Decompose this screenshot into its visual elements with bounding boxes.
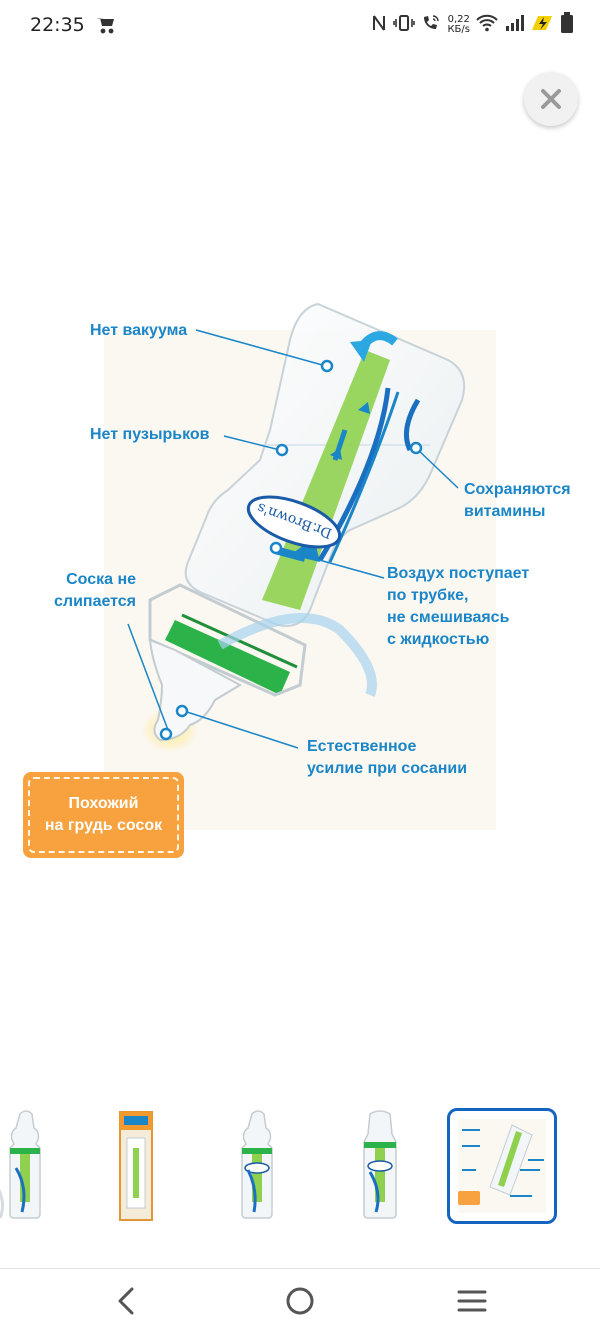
recents-icon: [457, 1290, 487, 1312]
close-button[interactable]: [524, 72, 578, 126]
back-icon: [118, 1287, 134, 1315]
callout-air-line2: по трубке,: [387, 587, 469, 604]
package-thumbnail-image: [119, 1111, 153, 1221]
callout-natural-sucking: Естественное усилие при сосании: [307, 736, 467, 780]
recents-button[interactable]: [452, 1283, 492, 1319]
status-time: 22:35: [30, 14, 85, 36]
badge-inner: Похожий на грудь сосок: [28, 777, 179, 853]
status-icons: 0,22 КБ/s: [371, 11, 574, 39]
charging-icon: [530, 14, 554, 37]
callout-vitamins-line2: витамины: [464, 503, 546, 520]
thumbnail-strip: [0, 1108, 600, 1224]
callout-air-line4: с жидкостью: [387, 631, 490, 648]
callout-nipple-line1: Соска не: [66, 571, 137, 588]
bottle-thumbnail-image: [363, 1110, 397, 1219]
wifi-icon: [476, 14, 498, 37]
status-bar: 22:35 0,22 КБ/s: [0, 0, 600, 52]
callout-nipple-line2: слипается: [54, 593, 137, 610]
thumbnail-5[interactable]: [447, 1108, 557, 1224]
bottle-thumbnail-image: [241, 1110, 273, 1219]
home-icon: [286, 1287, 314, 1315]
product-image[interactable]: Dr.Brown's Нет вакуума: [0, 300, 600, 880]
thumbnail-2[interactable]: [102, 1108, 212, 1224]
vent-collar: [165, 620, 290, 695]
callout-vitamins-line1: Сохраняются: [464, 481, 571, 498]
callout-no-bubbles-text: Нет пузырьков: [90, 426, 210, 443]
callout-air-line1: Воздух поступает: [387, 565, 530, 582]
nipple: [148, 638, 243, 742]
close-icon: [541, 89, 561, 109]
bottle-diagram: Dr.Brown's: [127, 302, 466, 752]
vent-tube: [262, 350, 390, 610]
badge-line1: Похожий: [68, 795, 139, 812]
wifi-calling-icon: [421, 14, 441, 37]
callout-air-line3: не смешиваясь: [387, 609, 510, 626]
bottle-thumbnail-image: [0, 1110, 41, 1219]
bottle-logo-oval: [246, 495, 342, 549]
network-speed-value: 0,22: [447, 14, 470, 25]
badge-line2: на грудь сосок: [44, 817, 163, 834]
callout-natural-line1: Естественное: [307, 738, 417, 755]
network-speed: 0,22 КБ/s: [447, 15, 470, 35]
thumbnail-4[interactable]: [346, 1108, 456, 1224]
nfc-icon: [371, 14, 387, 37]
callout-no-vacuum-text: Нет вакуума: [90, 322, 188, 339]
callout-vitamins: Сохраняются витамины: [464, 479, 571, 523]
diagram-thumbnail-image: [458, 1119, 546, 1213]
thumbnail-3[interactable]: [222, 1108, 332, 1224]
back-button[interactable]: [106, 1283, 146, 1319]
thumbnail-1[interactable]: [0, 1108, 102, 1224]
callout-air: Воздух поступает по трубке, не смешиваяс…: [387, 563, 529, 651]
breast-like-nipple-badge: Похожий на грудь сосок: [23, 772, 184, 858]
navigation-bar: [0, 1268, 600, 1332]
signal-icon: [504, 14, 524, 37]
home-button[interactable]: [280, 1283, 320, 1319]
battery-icon: [560, 11, 574, 39]
callout-no-bubbles: Нет пузырьков: [90, 424, 210, 446]
stroller-icon: [94, 14, 116, 41]
callout-no-vacuum: Нет вакуума: [90, 320, 187, 342]
network-speed-unit: КБ/s: [447, 24, 470, 35]
vibrate-icon: [393, 14, 416, 37]
callout-nipple: Соска не слипается: [54, 569, 136, 613]
callout-natural-line2: усилие при сосании: [307, 760, 468, 777]
